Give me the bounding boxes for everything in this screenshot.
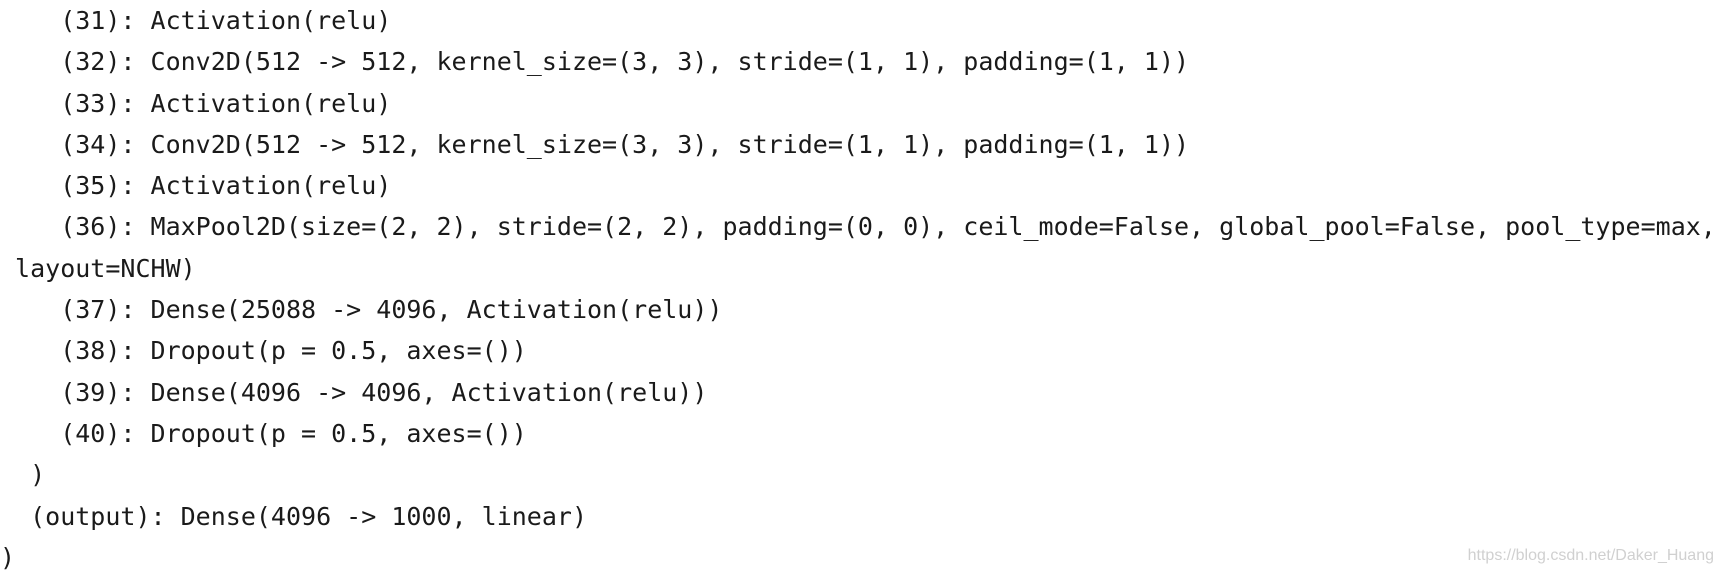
watermark: https://blog.csdn.net/Daker_Huang xyxy=(1467,547,1714,564)
console-line: (40): Dropout(p = 0.5, axes=()) xyxy=(0,418,527,448)
console-line: (38): Dropout(p = 0.5, axes=()) xyxy=(0,336,527,366)
console-line: (output): Dense(4096 -> 1000, linear) xyxy=(0,501,587,531)
console-line: (36): MaxPool2D(size=(2, 2), stride=(2, … xyxy=(0,212,1716,242)
console-line: (35): Activation(relu) xyxy=(0,171,392,201)
console-line: (33): Activation(relu) xyxy=(0,88,392,118)
console-line: (31): Activation(relu) xyxy=(0,6,392,35)
console-line: ) xyxy=(0,542,16,572)
console-line: layout=NCHW) xyxy=(0,253,196,283)
console-line: ) xyxy=(0,460,46,490)
console-line: (37): Dense(25088 -> 4096, Activation(re… xyxy=(0,295,723,325)
console-line: (32): Conv2D(512 -> 512, kernel_size=(3,… xyxy=(0,47,1190,77)
console-line: (39): Dense(4096 -> 4096, Activation(rel… xyxy=(0,377,708,407)
console-line: (34): Conv2D(512 -> 512, kernel_size=(3,… xyxy=(0,129,1190,159)
